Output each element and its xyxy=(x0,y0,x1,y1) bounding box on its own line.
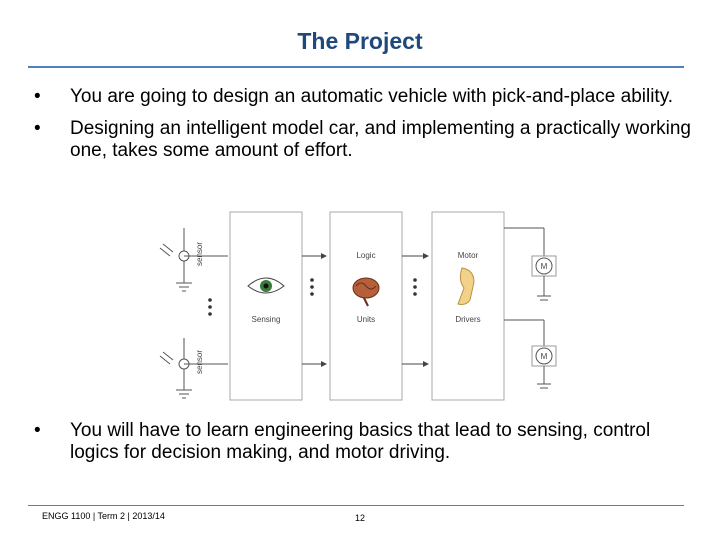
motor-top: M xyxy=(531,255,557,277)
eye-icon xyxy=(247,277,285,294)
bullet-item: • You will have to learn engineering bas… xyxy=(34,420,694,464)
brain-icon xyxy=(352,277,380,307)
sensor-label: sensor xyxy=(195,242,204,266)
sensor-top: sensor xyxy=(159,228,228,292)
bullet-text: Designing an intelligent model car, and … xyxy=(70,118,691,161)
system-block-diagram: sensor sensor Sensing Logic Units Motor xyxy=(159,211,557,401)
bottom-bullet-list: • You will have to learn engineering bas… xyxy=(34,420,694,474)
motor-drivers-block xyxy=(431,211,505,401)
drivers-label: Drivers xyxy=(455,315,480,324)
sensor-bottom: sensor xyxy=(159,338,228,399)
bullet-marker: • xyxy=(34,86,41,107)
bullet-item: • You are going to design an automatic v… xyxy=(34,86,694,108)
bullet-marker: • xyxy=(34,420,41,441)
motor-bottom: M xyxy=(531,345,557,367)
motor-symbol: M xyxy=(541,262,548,271)
page-number: 12 xyxy=(355,513,366,523)
footer-underline xyxy=(28,505,684,506)
title-underline xyxy=(28,66,684,68)
logic-units-block xyxy=(329,211,403,401)
motor-label: Motor xyxy=(458,251,479,260)
bullet-text: You will have to learn engineering basic… xyxy=(70,420,651,463)
footer-course-info: ENGG 1100 | Term 2 | 2013/14 xyxy=(42,511,165,521)
sensing-label: Sensing xyxy=(252,315,281,324)
sensor-label: sensor xyxy=(195,350,204,374)
units-label: Units xyxy=(357,315,375,324)
slide-title: The Project xyxy=(297,28,423,54)
motor-symbol: M xyxy=(541,352,548,361)
sensing-block xyxy=(229,211,303,401)
bullet-text: You are going to design an automatic veh… xyxy=(70,86,674,107)
arm-icon xyxy=(457,267,475,305)
bullet-item: • Designing an intelligent model car, an… xyxy=(34,118,694,162)
logic-label: Logic xyxy=(356,251,375,260)
bullet-marker: • xyxy=(34,118,41,139)
top-bullet-list: • You are going to design an automatic v… xyxy=(34,86,694,172)
